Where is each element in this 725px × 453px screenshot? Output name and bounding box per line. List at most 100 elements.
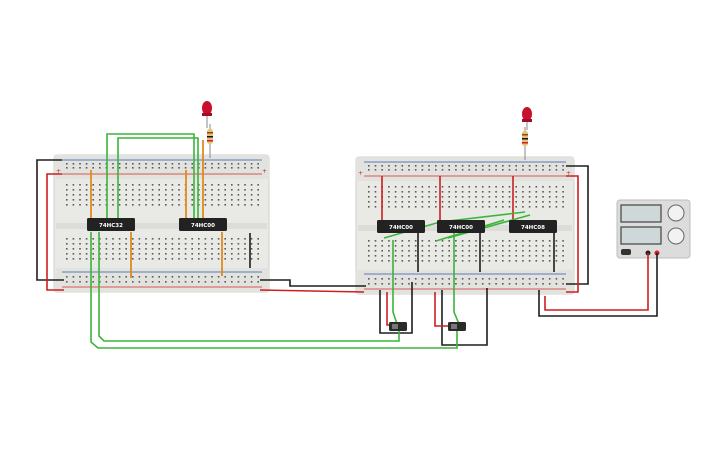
breadboard-hole xyxy=(237,258,240,260)
breadboard-hole xyxy=(72,243,75,245)
breadboard-hole xyxy=(455,201,457,203)
breadboard-hole xyxy=(224,276,226,278)
breadboard-hole xyxy=(548,255,551,257)
breadboard-hole xyxy=(495,186,497,188)
breadboard-hole xyxy=(178,194,180,196)
breadboard-left-holes xyxy=(66,163,259,283)
breadboard-hole xyxy=(171,163,174,165)
breadboard-hole xyxy=(548,191,551,193)
breadboard-hole xyxy=(224,243,226,245)
breadboard-hole xyxy=(461,278,464,280)
breadboard-hole xyxy=(408,186,410,188)
breadboard-hole xyxy=(508,169,511,171)
breadboard-hole xyxy=(522,250,524,252)
breadboard-hole xyxy=(105,281,108,283)
breadboard-hole xyxy=(66,248,68,250)
breadboard-hole xyxy=(138,204,141,206)
breadboard-hole xyxy=(441,191,444,193)
breadboard-hole xyxy=(112,281,114,283)
breadboard-hole xyxy=(118,199,121,201)
breadboard-hole xyxy=(522,206,524,208)
breadboard-hole xyxy=(502,169,504,171)
breadboard-hole xyxy=(217,276,220,278)
breadboard-hole xyxy=(555,191,558,193)
breadboard-hole xyxy=(401,255,404,257)
breadboard-hole xyxy=(475,283,477,285)
breadboard-hole xyxy=(72,194,75,196)
breadboard-hole xyxy=(548,283,551,285)
breadboard-hole xyxy=(138,163,141,165)
breadboard-hole xyxy=(562,245,564,247)
breadboard-hole xyxy=(421,206,424,208)
breadboard-hole xyxy=(165,199,167,201)
breadboard-hole xyxy=(231,276,233,278)
breadboard-hole xyxy=(237,204,240,206)
breadboard-hole xyxy=(151,204,154,206)
breadboard-hole xyxy=(178,184,180,186)
breadboard-hole xyxy=(435,255,437,257)
breadboard-hole xyxy=(388,206,390,208)
breadboard-hole xyxy=(508,240,511,242)
breadboard-hole xyxy=(428,201,430,203)
breadboard-hole xyxy=(414,255,417,257)
breadboard-hole xyxy=(448,283,450,285)
breadboard-hole xyxy=(542,278,544,280)
breadboard-hole xyxy=(92,258,94,260)
breadboard-hole xyxy=(435,260,437,262)
breadboard-hole xyxy=(151,248,154,250)
breadboard-hole xyxy=(132,189,134,191)
breadboard-hole xyxy=(555,278,558,280)
breadboard-hole xyxy=(528,260,531,262)
breadboard-hole xyxy=(488,196,491,198)
breadboard-hole xyxy=(542,191,544,193)
breadboard-hole xyxy=(448,186,450,188)
breadboard-hole xyxy=(112,184,114,186)
breadboard-hole xyxy=(79,194,81,196)
breadboard-hole xyxy=(475,278,477,280)
breadboard-hole xyxy=(481,191,484,193)
breadboard-hole xyxy=(495,245,497,247)
breadboard-hole xyxy=(394,206,397,208)
breadboard-hole xyxy=(204,243,207,245)
breadboard-hole xyxy=(428,165,430,167)
breadboard-hole xyxy=(455,196,457,198)
breadboard-hole xyxy=(414,250,417,252)
breadboard-hole xyxy=(132,204,134,206)
breadboard-hole xyxy=(414,260,417,262)
breadboard-hole xyxy=(85,276,88,278)
rail-sign-plus: + xyxy=(566,170,571,177)
breadboard-hole xyxy=(374,250,377,252)
breadboard-hole xyxy=(184,243,187,245)
breadboard-hole xyxy=(171,248,174,250)
breadboard-hole xyxy=(99,163,101,165)
breadboard-hole xyxy=(388,196,390,198)
breadboard-hole xyxy=(217,243,220,245)
breadboard-hole xyxy=(475,250,477,252)
breadboard-hole xyxy=(441,240,444,242)
breadboard-hole xyxy=(495,191,497,193)
breadboard-hole xyxy=(250,184,253,186)
breadboard-hole xyxy=(495,201,497,203)
breadboard-hole xyxy=(555,260,558,262)
breadboard-hole xyxy=(562,201,564,203)
breadboard-hole xyxy=(408,169,410,171)
breadboard-hole xyxy=(217,248,220,250)
slide-switch-left[interactable] xyxy=(389,322,407,331)
breadboard-hole xyxy=(125,276,127,278)
breadboard-hole xyxy=(461,283,464,285)
breadboard-hole xyxy=(112,243,114,245)
breadboard-hole xyxy=(92,243,94,245)
breadboard-hole xyxy=(428,240,430,242)
breadboard-hole xyxy=(374,169,377,171)
breadboard-hole xyxy=(515,169,517,171)
breadboard-hole xyxy=(244,253,246,255)
breadboard-hole xyxy=(502,260,504,262)
breadboard-hole xyxy=(515,165,517,167)
chip-label: 74HC00 xyxy=(389,225,413,231)
slide-switch-right[interactable] xyxy=(448,322,466,331)
breadboard-hole xyxy=(118,281,121,283)
breadboard-hole xyxy=(414,206,417,208)
breadboard-hole xyxy=(112,199,114,201)
breadboard-hole xyxy=(257,199,259,201)
